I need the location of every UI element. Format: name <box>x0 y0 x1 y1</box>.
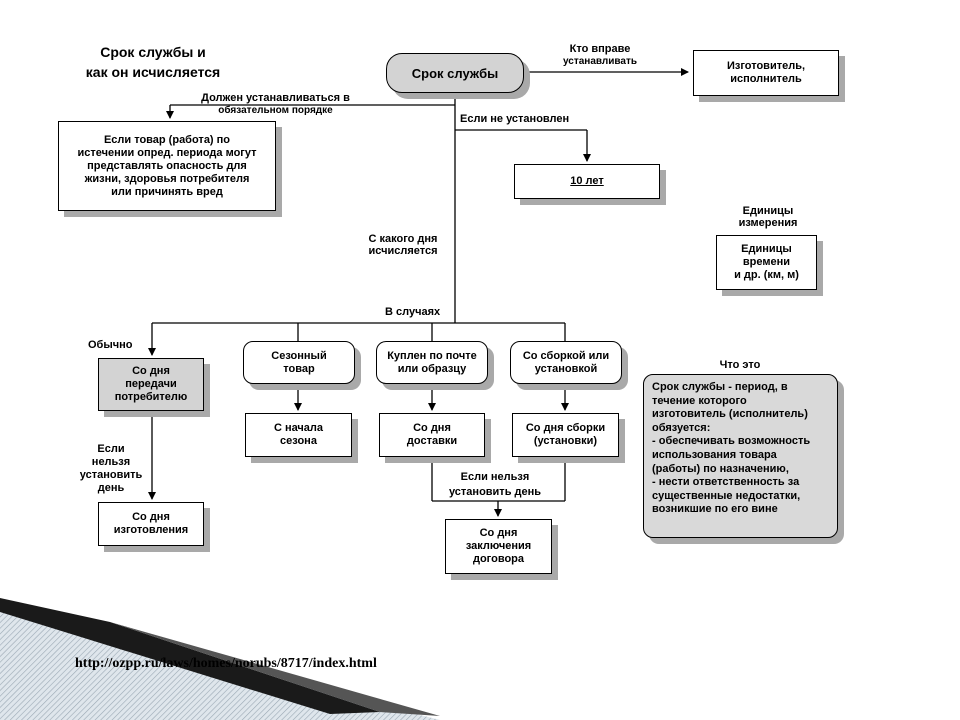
definition-node: Срок службы - период, в течение которого… <box>643 374 838 538</box>
label-what-is: Что это <box>719 359 761 371</box>
source-url: http://ozpp.ru/laws/homes/norubs/8717/in… <box>75 656 377 671</box>
central-node-service-life: Срок службы <box>386 53 524 93</box>
label-usually: Обычно <box>88 339 133 351</box>
label-if-not-set: Если не установлен <box>460 113 570 125</box>
assembly-day-node: Со дня сборки(установки) <box>512 413 619 457</box>
mandatory-node: Если товар (работа) по истечении опред. … <box>58 121 276 211</box>
ten-years-node: 10 лет <box>514 164 660 199</box>
label-in-cases: В случаях <box>385 306 441 318</box>
label-cannot-day: Если нельзя установить день <box>79 443 143 494</box>
who-node: Изготовитель,исполнитель <box>693 50 839 96</box>
